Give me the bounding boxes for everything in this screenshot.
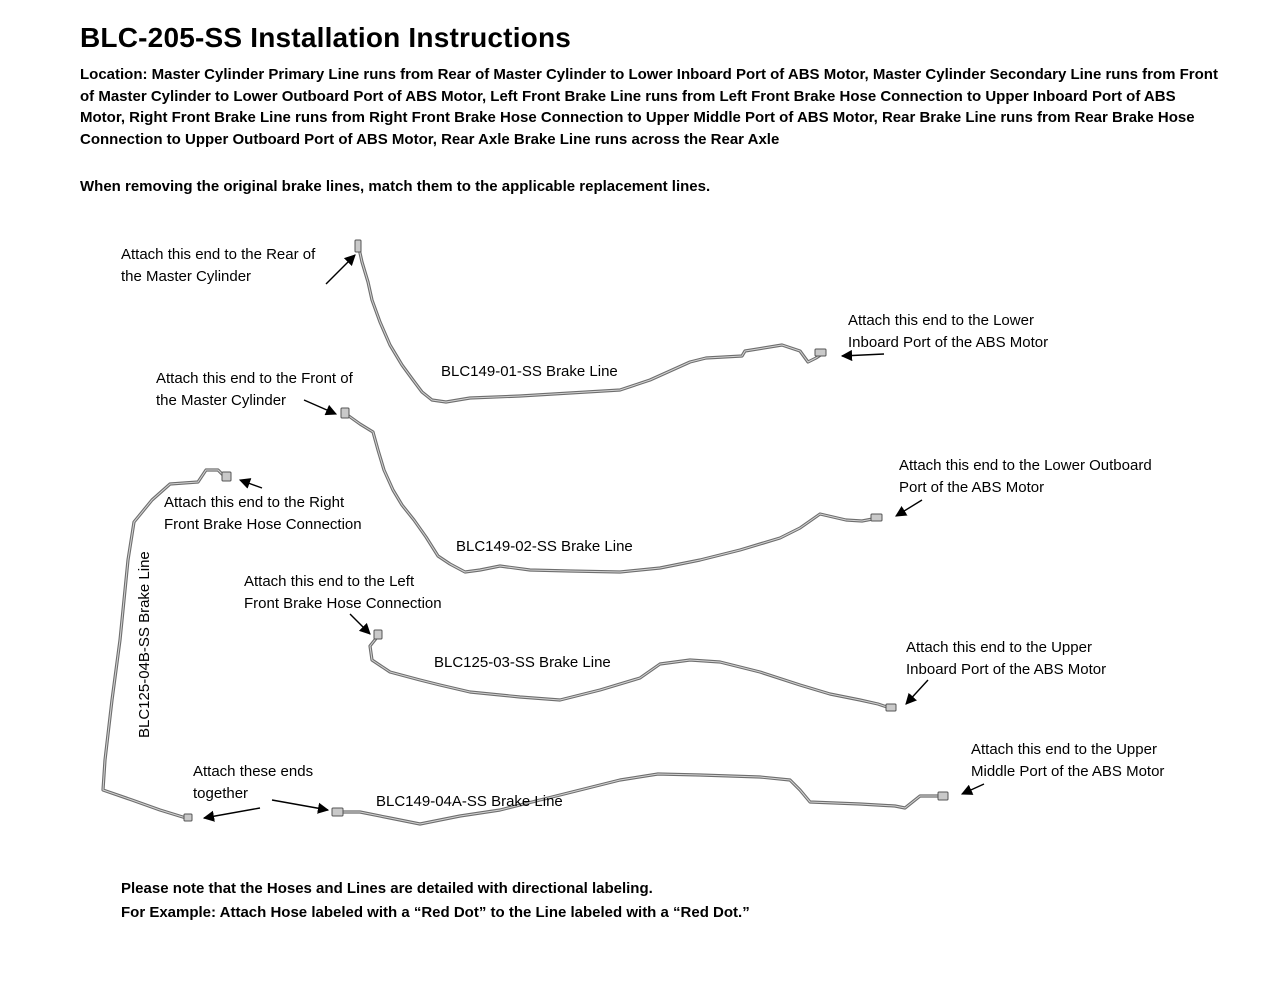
callout-upper-middle-port: Attach this end to the Upper Middle Port… [971, 741, 1165, 780]
callout-rear-master-cylinder: Attach this end to the Rear of the Maste… [121, 246, 316, 285]
tube-nut-fitting [885, 703, 897, 712]
brake-line-blc125-04b [101, 468, 232, 822]
arrow [349, 613, 371, 635]
arrow [905, 679, 929, 705]
arrow [202, 807, 261, 822]
tube-nut-fitting [354, 239, 362, 253]
tube-nut-fitting [814, 348, 827, 357]
tube-nut-fitting [373, 629, 383, 640]
arrow [895, 499, 923, 517]
location-description: Location: Master Cylinder Primary Line r… [80, 66, 1218, 148]
page-title: BLC-205-SS Installation Instructions [80, 22, 572, 53]
callout-front-master-cylinder: Attach this end to the Front of the Mast… [156, 370, 353, 409]
callout-ends-together: Attach these ends together [193, 763, 314, 802]
part-label-blc125-04b: BLC125-04B-SS Brake Line [136, 551, 153, 738]
part-label-blc125-03: BLC125-03-SS Brake Line [434, 654, 611, 671]
callout-right-front-hose: Attach this end to the Right Front Brake… [164, 494, 362, 533]
arrow [840, 349, 885, 362]
callout-lower-inboard-port: Attach this end to the Lower Inboard Por… [848, 312, 1049, 351]
brake-line-blc149-04a [331, 772, 949, 826]
part-label-blc149-01: BLC149-01-SS Brake Line [441, 363, 618, 380]
arrow [271, 799, 330, 814]
arrow [303, 399, 338, 416]
arrow [325, 254, 356, 285]
tube-nut-fitting [331, 807, 344, 817]
part-label-blc149-04a: BLC149-04A-SS Brake Line [376, 793, 563, 810]
footer-note-line-2: For Example: Attach Hose labeled with a … [121, 904, 750, 921]
tube-nut-fitting [340, 407, 350, 419]
callout-left-front-hose: Attach this end to the Left Front Brake … [244, 573, 442, 612]
brake-line-blc149-02 [340, 407, 883, 574]
footer-note-line-1: Please note that the Hoses and Lines are… [121, 880, 653, 897]
tube-nut-fitting [937, 791, 949, 801]
matching-note: When removing the original brake lines, … [80, 178, 711, 195]
part-label-blc149-02: BLC149-02-SS Brake Line [456, 538, 633, 555]
tube-nut-fitting [870, 513, 883, 522]
callout-upper-inboard-port: Attach this end to the Upper Inboard Por… [906, 639, 1107, 678]
arrow [960, 783, 985, 795]
callout-lower-outboard-port: Attach this end to the Lower Outboard Po… [899, 457, 1152, 496]
arrow [238, 478, 263, 489]
brake-line-blc125-03 [368, 629, 897, 712]
tube-nut-fitting [221, 471, 232, 482]
tube-nut-fitting [183, 813, 193, 822]
brake-line-blc149-01 [354, 239, 827, 404]
